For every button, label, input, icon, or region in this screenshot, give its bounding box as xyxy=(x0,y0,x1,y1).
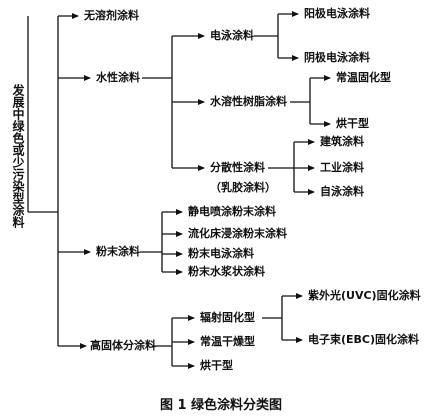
node-bake-dry-high-solid: 烘干型 xyxy=(200,359,233,372)
node-architectural: 建筑涂料 xyxy=(320,135,364,148)
node-ambient-cure: 常温固化型 xyxy=(336,71,391,84)
node-fluidized: 流化床浸涂粉末涂料 xyxy=(188,227,287,240)
node-anodic: 阳极电泳涂料 xyxy=(304,7,370,20)
node-radiation: 辐射固化型 xyxy=(200,311,255,324)
figure-caption: 图 1 绿色涂料分类图 xyxy=(159,398,283,413)
node-electrocoat: 电泳涂料 xyxy=(210,29,254,42)
node-water-soluble: 水溶性树脂涂料 xyxy=(210,95,287,108)
node-powder: 粉末涂料 xyxy=(96,245,140,258)
node-electrostatic: 静电喷涂粉末涂料 xyxy=(188,205,276,218)
node-ambient-dry: 常温干燥型 xyxy=(200,335,255,348)
node-cathodic: 阴极电泳涂料 xyxy=(304,51,370,64)
node-industrial: 工业涂料 xyxy=(320,161,364,174)
node-dispersion: 分散性涂料 xyxy=(210,161,265,174)
node-solventless: 无溶剂涂料 xyxy=(84,9,139,22)
node-waterborne: 水性涂料 xyxy=(96,71,140,84)
node-bake-dry-water: 烘干型 xyxy=(336,117,369,130)
node-high-solid: 高固体分涂料 xyxy=(90,339,156,352)
node-uv-cure: 紫外光(UVC)固化涂料 xyxy=(308,289,421,302)
node-electro-powder: 粉末电泳涂料 xyxy=(188,247,254,260)
node-slurry: 粉末水浆状涂料 xyxy=(188,265,265,278)
node-eb-cure: 电子束(EBC)固化涂料 xyxy=(308,333,420,346)
root-node-label: 发展中绿色或少污染型涂料 xyxy=(11,84,25,228)
node-self-cleaning: 自泳涂料 xyxy=(320,185,364,198)
node-latex: （乳胶涂料） xyxy=(210,181,276,194)
